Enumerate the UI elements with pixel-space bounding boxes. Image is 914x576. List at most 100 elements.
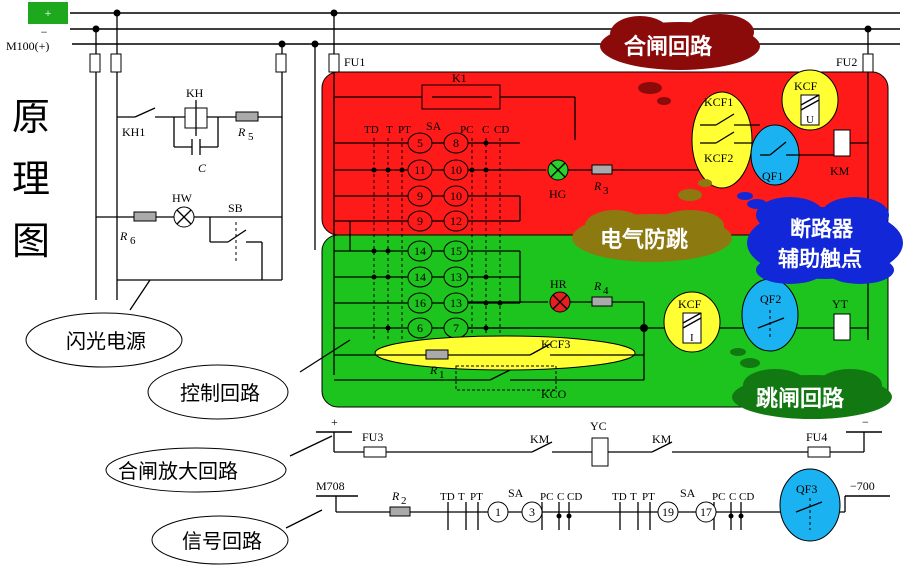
yc-label: YC: [590, 419, 607, 433]
qf2-contact-icon: [757, 317, 785, 329]
kco-label: KCO: [541, 387, 567, 401]
signal-terminal: [521, 501, 543, 523]
r6-subscript: 6: [130, 235, 136, 247]
contact-dot: [738, 513, 744, 519]
contact-dot: [371, 167, 377, 173]
m708-label: M708: [316, 479, 345, 493]
m100-bus-label: M100(+): [6, 39, 49, 53]
minus-bus-label: −: [41, 25, 48, 39]
contact-dot: [385, 274, 391, 280]
qf1-contact-icon: [769, 141, 787, 156]
signal-terminal-label: 3: [529, 505, 535, 519]
r2-resistor-icon: [389, 506, 411, 517]
control-loop-callout: 控制回路: [147, 339, 351, 420]
r4-subscript: 4: [603, 285, 609, 297]
fuse-icon: [275, 53, 287, 73]
fu4-label: FU4: [806, 430, 827, 444]
kcf3-contact-icon: [529, 343, 551, 356]
sa-terminal-right-label: 15: [450, 244, 462, 258]
r6-resistor-icon: [133, 211, 157, 222]
breaker-aux-title-2: 辅助触点: [778, 247, 862, 271]
kcf3-label: KCF3: [541, 337, 570, 351]
signal-contact-head: CD: [739, 491, 754, 503]
sa-terminal-right-label: 7: [453, 321, 459, 335]
sb-contact-icon: [227, 229, 247, 243]
contact-dot: [385, 325, 391, 331]
close-amp-minus: −: [862, 415, 869, 429]
close-amp-text: 合闸放大回路: [118, 459, 238, 483]
qf3-label: QF3: [796, 482, 817, 496]
r1-subscript: 1: [439, 369, 445, 381]
sa-terminal-left-label: 6: [417, 321, 423, 335]
fu3-label: FU3: [362, 430, 383, 444]
plus-bus-label: +: [45, 6, 52, 20]
r6-label: R: [119, 229, 128, 243]
signal-terminal-label: 17: [700, 505, 712, 519]
signal-terminal: [657, 501, 679, 523]
contact-dot: [556, 513, 562, 519]
sa-terminal-left: [407, 240, 433, 262]
sa-right-head: PC: [460, 124, 473, 136]
r5-resistor-icon: [235, 111, 259, 122]
sa-terminal-right-label: 8: [453, 136, 459, 150]
contact-dot: [728, 513, 734, 519]
fu2-label: FU2: [836, 55, 857, 69]
r2-label: R: [391, 489, 400, 503]
control-loop-text: 控制回路: [180, 381, 260, 405]
signal-contact-head: PT: [642, 491, 655, 503]
breaker-aux-cloud: 断路器 辅助触点: [737, 192, 903, 284]
r3-subscript: 3: [603, 185, 609, 197]
hr-label: HR: [550, 277, 567, 291]
minus700-label: −700: [850, 479, 875, 493]
kcf1-contact-icon: [715, 113, 735, 126]
fu1-label: FU1: [344, 55, 365, 69]
c-label: C: [198, 161, 207, 175]
signal-loop-text: 信号回路: [182, 529, 262, 553]
r4-label: R: [593, 279, 602, 293]
qf3-contact-icon: [795, 501, 823, 513]
sa-terminal-right-label: 13: [450, 270, 462, 284]
close-amp-plus: +: [331, 415, 338, 429]
sa-terminal-right-label: 10: [450, 189, 462, 203]
flash-power-callout: 闪光电源: [25, 279, 183, 368]
r1-resistor-icon: [425, 349, 449, 360]
r3-label: R: [593, 179, 602, 193]
signal-contact-head: C: [557, 491, 564, 503]
signal-contact-head: T: [630, 491, 637, 503]
sa-terminal-left: [407, 132, 433, 154]
signal-contact-head: PC: [540, 491, 553, 503]
r2-subscript: 2: [401, 495, 407, 507]
sa-terminal-left: [407, 266, 433, 288]
sb-label: SB: [228, 201, 243, 215]
sa-left-head: PT: [398, 124, 411, 136]
kcf2-contact-icon: [715, 131, 735, 144]
qf1-label: QF1: [762, 169, 783, 183]
sa-left-head: TD: [364, 124, 379, 136]
signal-contact-head: TD: [440, 491, 455, 503]
contact-dot: [385, 248, 391, 254]
hg-label: HG: [549, 187, 567, 201]
sa-terminal-left-label: 16: [414, 296, 426, 310]
plus-bus-badge: [28, 2, 68, 24]
contact-dot: [483, 300, 489, 306]
r4-resistor-icon: [591, 296, 613, 307]
kh1-contact-icon: [134, 107, 156, 118]
signal-contact-head: TD: [612, 491, 627, 503]
contact-dot: [483, 140, 489, 146]
sa-terminal-right-label: 10: [450, 163, 462, 177]
signal-loop-callout: 信号回路: [151, 509, 323, 565]
signal-terminal-label: 19: [662, 505, 674, 519]
close-loop-title: 合闸回路: [624, 34, 713, 60]
signal-contact-head: C: [729, 491, 736, 503]
kcf-trip-label: KCF: [678, 297, 702, 311]
trip-loop-cloud: 跳闸回路: [730, 348, 892, 419]
kcf-label: KCF: [794, 79, 818, 93]
sa-terminal-right: [443, 240, 469, 262]
sa-terminal-left: [407, 185, 433, 207]
contact-dot: [497, 300, 503, 306]
signal-contact-head: CD: [567, 491, 582, 503]
signal-terminal-label: 1: [495, 505, 501, 519]
kcf2-label: KCF2: [704, 151, 733, 165]
km-contact-icon: [531, 441, 553, 453]
